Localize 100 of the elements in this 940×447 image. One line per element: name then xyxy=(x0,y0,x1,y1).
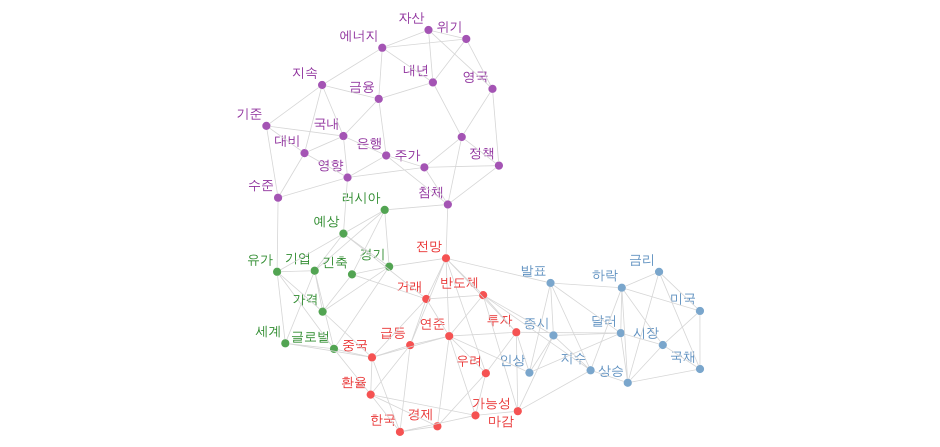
node-label: 영국 xyxy=(462,70,489,85)
connector xyxy=(485,298,514,330)
node-circle xyxy=(658,340,667,350)
connector xyxy=(315,274,322,308)
node-label: 연준 xyxy=(419,317,446,332)
node-label: 주가 xyxy=(394,148,420,164)
node-circle xyxy=(380,206,389,214)
connector xyxy=(450,167,496,203)
node-circle xyxy=(445,332,454,340)
node-circle xyxy=(442,254,450,262)
connector xyxy=(478,411,514,416)
node-circle xyxy=(512,328,520,336)
connector xyxy=(468,42,492,86)
connector xyxy=(428,261,445,296)
connector xyxy=(428,165,496,168)
node-label: 발표 xyxy=(520,264,547,279)
connector xyxy=(520,332,618,334)
connector xyxy=(428,33,433,80)
node-circle xyxy=(422,294,430,304)
connector xyxy=(324,276,350,310)
connector xyxy=(286,274,314,340)
connector xyxy=(484,298,518,408)
connector xyxy=(517,335,529,370)
connector xyxy=(557,332,618,336)
node-circle xyxy=(339,132,348,140)
node-circle xyxy=(366,390,375,399)
connector xyxy=(280,235,341,270)
connector xyxy=(388,204,444,210)
connector xyxy=(353,212,384,272)
node-circle xyxy=(318,80,326,90)
connector xyxy=(370,360,372,392)
node-label: 긴축 xyxy=(322,255,348,270)
connector xyxy=(488,334,514,370)
node-label: 가능성 xyxy=(472,396,512,412)
connector xyxy=(448,260,481,293)
connector xyxy=(430,294,480,300)
connector xyxy=(486,296,550,334)
connector xyxy=(631,369,696,382)
node-circle xyxy=(494,161,504,170)
connector xyxy=(350,167,421,178)
node-label: 국채 xyxy=(670,350,696,366)
node-label: 전망 xyxy=(416,239,442,254)
connector xyxy=(375,346,408,357)
connector xyxy=(276,201,278,268)
connector xyxy=(374,396,434,425)
node-label: 지속 xyxy=(292,66,318,81)
connector xyxy=(451,338,484,371)
node-label: 미국 xyxy=(670,292,696,307)
connector xyxy=(277,275,286,340)
connector xyxy=(378,102,386,152)
connector xyxy=(622,291,628,380)
connector xyxy=(464,139,496,164)
node-label: 달러 xyxy=(590,314,617,330)
connector xyxy=(325,85,376,98)
connector xyxy=(384,213,390,264)
connector xyxy=(325,314,370,356)
node-label: 러시아 xyxy=(342,190,381,206)
connector xyxy=(624,290,661,342)
node-label: 우려 xyxy=(456,354,482,370)
node-circle xyxy=(339,229,348,238)
connector xyxy=(492,92,499,162)
connector xyxy=(346,236,424,297)
node-label: 환율 xyxy=(340,376,367,391)
connector xyxy=(426,139,460,166)
connector xyxy=(411,261,445,342)
node-circle xyxy=(546,278,555,288)
connector xyxy=(337,349,369,357)
connector xyxy=(372,348,408,392)
node-label: 기준 xyxy=(236,106,262,122)
connector xyxy=(434,42,464,80)
connector xyxy=(316,236,342,268)
connector xyxy=(624,272,656,287)
connector xyxy=(343,139,348,174)
connector xyxy=(269,128,302,152)
node-label: 인상 xyxy=(499,354,526,369)
node-circle xyxy=(624,378,632,387)
connector xyxy=(388,157,446,202)
node-circle xyxy=(382,151,390,160)
node-label: 시장 xyxy=(632,326,659,342)
connector xyxy=(266,129,278,194)
connector xyxy=(624,334,660,344)
connector xyxy=(451,298,482,334)
connector xyxy=(448,260,514,330)
connector xyxy=(553,284,618,332)
connector xyxy=(486,296,588,369)
node-label: 예상 xyxy=(314,214,340,230)
connector xyxy=(411,302,426,342)
connector xyxy=(375,336,446,357)
connector xyxy=(315,274,334,346)
connector xyxy=(336,351,369,392)
node-label: 하락 xyxy=(592,268,618,284)
node-label: 글로벌 xyxy=(290,330,330,345)
node-circle xyxy=(262,122,271,130)
node-label: 경제 xyxy=(407,407,434,422)
connector xyxy=(530,286,550,370)
node-circle xyxy=(696,364,704,374)
node-label: 내년 xyxy=(402,63,429,78)
connector xyxy=(550,286,554,332)
connector xyxy=(372,397,398,430)
node-circle xyxy=(479,291,488,300)
